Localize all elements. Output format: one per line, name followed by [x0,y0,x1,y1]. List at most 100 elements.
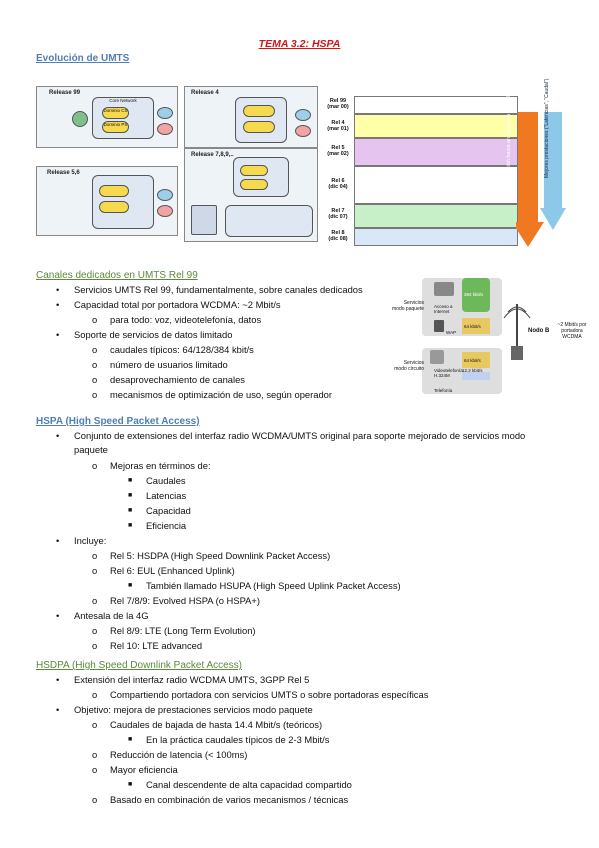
bullet-marker: • [56,704,60,715]
release-name: Rel 6 [331,178,345,184]
release-name: Rel 99 [329,98,347,104]
antenna-icon [503,304,531,360]
core-network-node [235,97,287,143]
panel-release-4: Release 4 [184,86,318,148]
k12-label: 12.2 kbit/s [462,368,483,373]
hsdpa-line: Objetivo: mejora de prestaciones servici… [74,704,313,715]
cs-domain-node [243,105,275,117]
panel-release-7-8-9: Release 7,8,9,.. [184,148,318,242]
hspa-line: Rel 6: EUL (Enhanced Uplink) [110,565,235,576]
bar-12 [462,372,490,380]
hsdpa-line: Caudales de bajada de hasta 14.4 Mbit/s … [110,719,323,730]
bar-384 [462,278,490,312]
bullet-marker: o [92,565,98,576]
hspa-line: Rel 7/8/9: Evolved HSPA (o HSPA+) [110,595,260,606]
ps-domain-node [99,201,129,213]
release-band-6 [354,166,518,204]
bullet-marker: o [92,595,98,606]
release-band-5 [354,138,518,166]
panel-release-5-6: Release 5,6 [36,166,178,236]
canales-line: Soporte de servicios de datos limitado [74,329,233,340]
cloud-icon [157,205,173,217]
k64a-label: 64 kbit/s [464,324,481,329]
rnc-node [72,111,88,127]
bullet-marker: ■ [128,507,133,514]
arrow1-label: Evolución hacia arquitectura "Todo IP" [506,90,512,183]
modo-circuito-label: Servicios modo circuito [394,360,424,372]
release-band-7 [354,204,518,228]
phone-icon [434,320,444,332]
telefonia-label: Telefonía [434,388,453,393]
terminal-icon [191,205,217,235]
bullet-marker: • [56,535,60,546]
acceso-internet-label: Acceso a Internet [434,304,453,314]
hspa-line: También llamado HSUPA (High Speed Uplink… [146,580,401,591]
nodo-b-label: Nodo B [528,328,550,334]
canales-line: caudales típicos: 64/128/384 kbit/s [110,344,254,355]
umts-evolution-figure: Release 99 Core Network Dominio CS Domin… [36,68,566,260]
hsdpa-line: Reducción de latencia (< 100ms) [110,749,248,760]
release-label: Rel 6(dic 04) [326,178,350,190]
arrow2-label: Mejores prestaciones ("Latencias", "Caud… [544,79,550,178]
hspa-line: Capacidad [146,505,191,516]
section-heading-hsdpa: HSDPA (High Speed Downlink Packet Access… [36,660,243,671]
evolved-core-node [225,205,313,237]
release-band-99 [354,96,518,114]
canales-line: Servicios UMTS Rel 99, fundamentalmente,… [74,284,363,295]
videophone-icon [430,350,444,364]
ps-domain-node [243,121,275,133]
hspa-line: Rel 10: LTE advanced [110,640,203,651]
page-title: TEMA 3.2: HSPA [258,38,341,50]
release-label: Rel 99(mar 00) [326,98,350,110]
section-heading-canales: Canales dedicados en UMTS Rel 99 [36,270,198,281]
canales-line: Capacidad total por portadora WCDMA: ~2 … [74,299,281,310]
rel99-capacity-figure: Servicios modo paquete Servicios modo ci… [390,276,595,400]
cs-domain-node [240,165,268,176]
bullet-marker: o [92,689,98,700]
bullet-marker: o [92,625,98,636]
release-date: (mar 01) [327,126,349,132]
bullet-marker: ■ [128,582,133,589]
k384-label: 384 kbit/s [464,292,484,297]
bullet-marker: o [92,359,98,370]
cloud-icon [295,125,311,137]
release-label: Rel 4(mar 01) [326,120,350,132]
release-label: Rel 7(dic 07) [326,208,350,220]
panel-title: Release 99 [49,90,81,96]
release-band-4 [354,114,518,138]
cloud-icon [157,123,173,135]
bullet-marker: o [92,719,98,730]
release-label: Rel 5(mar 02) [326,145,350,157]
cloud-icon [295,109,311,121]
bullet-marker: • [56,329,60,340]
release-date: (dic 08) [328,236,348,242]
bullet-marker: o [92,389,98,400]
arrow-orange [516,112,544,247]
panel-title: Release 5,6 [47,170,80,176]
evolution-arrows [516,112,566,247]
bullet-marker: ■ [128,781,133,788]
bullet-marker: ■ [128,492,133,499]
bullet-marker: • [56,299,60,310]
release-label: Rel 8(dic 08) [326,230,350,242]
release-name: Rel 4 [331,120,345,126]
hspa-line: Latencias [146,490,187,501]
cloud-icon [157,107,173,119]
cs-domain-node: Dominio CS [102,107,129,119]
cs-domain-node [99,185,129,197]
core-network-label: Core Network [109,98,137,103]
release-band-8 [354,228,518,246]
bullet-marker: • [56,430,60,441]
canales-line: desaprovechamiento de canales [110,374,245,385]
canales-line: número de usuarios limitado [110,359,228,370]
bullet-marker: o [92,550,98,561]
cloud-icon [157,189,173,201]
bar-64a [462,318,490,334]
laptop-icon [434,282,454,296]
release-date: (dic 04) [328,184,348,190]
hspa-line: Caudales [146,475,186,486]
release-date: (dic 07) [328,214,348,220]
bullet-marker: • [56,674,60,685]
section-heading-evolucion: Evolución de UMTS [36,53,130,64]
bullet-marker: o [92,749,98,760]
